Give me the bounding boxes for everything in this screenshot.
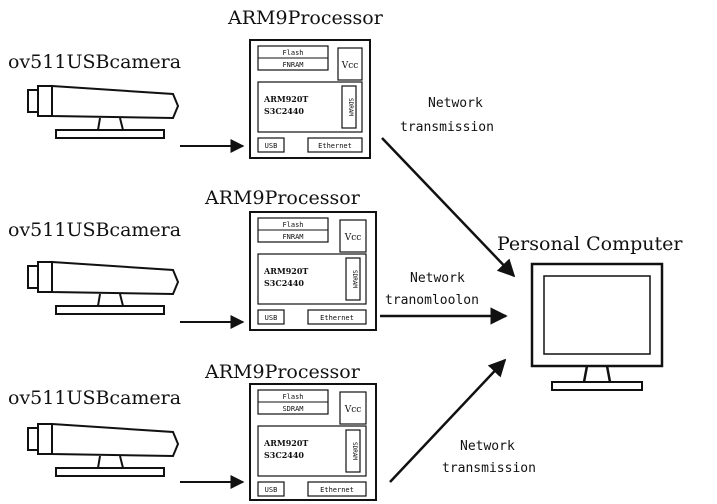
side-chip-label: SDRAM (351, 270, 358, 288)
network-label-line1: Network (428, 96, 483, 111)
camera-icon (27, 423, 179, 477)
usb-port-label: USB (265, 314, 278, 322)
cpu-label-line2: S3C2440 (264, 278, 304, 288)
arm9-board: Flash FNRAM Vcc ARM920T S3C2440 SDRAM US… (249, 39, 371, 159)
processor-title: ARM9Processor (227, 7, 384, 29)
usb-port-label: USB (265, 142, 278, 150)
camera-label: ov511USBcamera (8, 387, 181, 409)
flash-chip-label: Flash (282, 393, 303, 401)
camera-icon (27, 85, 179, 139)
processor-title: ARM9Processor (204, 187, 361, 209)
camera-label: ov511USBcamera (8, 51, 181, 73)
network-label-line2: tranomloolon (385, 293, 479, 308)
ethernet-port-label: Ethernet (320, 486, 354, 494)
ethernet-port-label: Ethernet (318, 142, 352, 150)
arm9-board: Flash SDRAM Vcc ARM920T S3C2440 SDRAM US… (249, 383, 377, 501)
cpu-label-line2: S3C2440 (264, 106, 304, 116)
cpu-label-line1: ARM920T (263, 266, 308, 276)
network-arrow (389, 358, 507, 483)
ram-chip-label: SDRAM (282, 405, 303, 413)
row-3: ov511USBcamera ARM9Processor Flash SDRAM… (8, 358, 536, 501)
vcc-label: Vcc (344, 405, 362, 415)
flash-chip-label: Flash (282, 49, 303, 57)
network-label-line1: Network (460, 439, 515, 454)
cpu-label-line1: ARM920T (263, 94, 308, 104)
side-chip-label: SDRAM (347, 98, 354, 116)
side-chip-label: SDRAM (351, 442, 358, 460)
ethernet-port-label: Ethernet (320, 314, 354, 322)
pc-label: Personal Computer (497, 233, 683, 255)
vcc-label: Vcc (344, 233, 362, 243)
network-label-line2: transmission (400, 120, 494, 135)
row-2: ov511USBcamera ARM9Processor Flash FNRAM… (8, 187, 508, 331)
network-label-line1: Network (410, 271, 465, 286)
camera-icon (27, 261, 179, 315)
vcc-label: Vcc (341, 61, 359, 71)
ram-chip-label: FNRAM (282, 233, 303, 241)
network-arrow (381, 137, 516, 278)
arm9-board: Flash FNRAM Vcc ARM920T S3C2440 SDRAM US… (249, 211, 377, 331)
usb-port-label: USB (265, 486, 278, 494)
cpu-label-line1: ARM920T (263, 438, 308, 448)
flash-chip-label: Flash (282, 221, 303, 229)
ram-chip-label: FNRAM (282, 61, 303, 69)
row-1: ov511USBcamera ARM9Processor Flash FNRAM… (8, 7, 516, 278)
cpu-label-line2: S3C2440 (264, 450, 304, 460)
network-label-line2: transmission (442, 461, 536, 476)
pc-monitor-icon (530, 262, 664, 392)
camera-label: ov511USBcamera (8, 219, 181, 241)
processor-title: ARM9Processor (204, 361, 361, 383)
